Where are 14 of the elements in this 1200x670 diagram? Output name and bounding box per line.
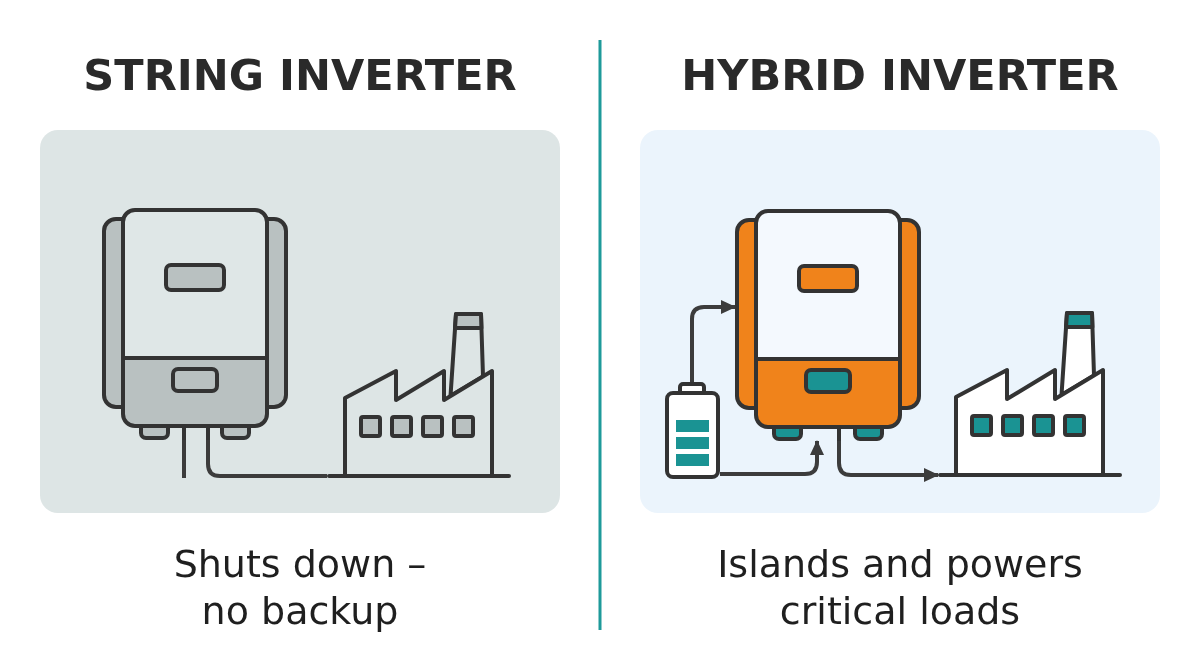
arrow [837, 441, 939, 482]
factory-illustration [938, 310, 1122, 477]
panel-caption: Shuts down – no backup [172, 541, 428, 635]
arrow [720, 440, 824, 476]
panel-heading: HYBRID INVERTER [681, 49, 1119, 101]
factory-illustration [327, 311, 511, 478]
connector-line [206, 440, 327, 478]
arrow [690, 300, 736, 382]
panel-caption: Islands and powers critical loads [716, 541, 1084, 635]
panel-heading: STRING INVERTER [83, 49, 517, 101]
connector-line [182, 440, 186, 478]
battery-icon [665, 382, 720, 479]
inverter-illustration [102, 208, 288, 440]
inverter-illustration [735, 209, 921, 441]
